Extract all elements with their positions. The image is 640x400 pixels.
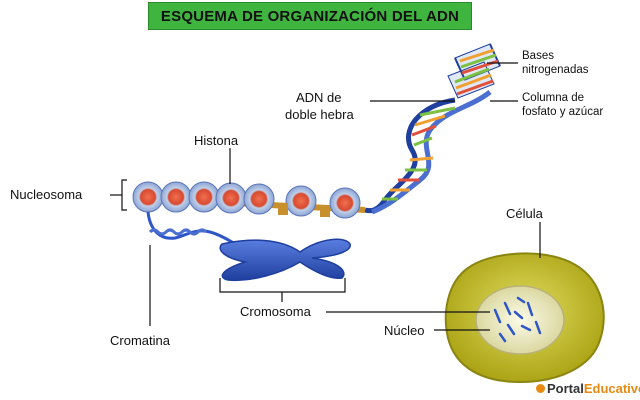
label-cromosoma: Cromosoma: [240, 304, 311, 319]
label-bases-line2: nitrogenadas: [522, 64, 589, 76]
label-cromatina: Cromatina: [110, 333, 170, 348]
dna-ladder: [447, 43, 501, 99]
portal-educativo-logo: PortalEducativo: [536, 381, 640, 396]
label-celula: Célula: [506, 206, 543, 221]
brand-dot-icon: [536, 384, 545, 393]
title-banner: ESQUEMA DE ORGANIZACIÓN DEL ADN: [148, 2, 472, 30]
linker-segment: [320, 205, 330, 217]
histone-bead: [329, 187, 361, 219]
label-nucleosoma: Nucleosoma: [10, 187, 83, 202]
brand-part2: Educativo: [583, 381, 640, 396]
histone-bead: [132, 181, 164, 213]
label-adn-line1: ADN de: [296, 90, 342, 105]
nucleus-chromosomes: [493, 296, 542, 343]
chromatin-coil: [148, 228, 208, 236]
cell: [444, 252, 605, 384]
label-columna-line2: fosfato y azúcar: [522, 106, 604, 118]
nucleosome-chain: [132, 181, 361, 219]
label-columna-line1: Columna de: [522, 92, 585, 104]
histone-bead: [285, 185, 317, 217]
dna-double-helix: [364, 90, 492, 215]
linker-segment: [278, 203, 288, 215]
histone-bead: [243, 183, 275, 215]
brand-part1: Portal: [547, 381, 584, 396]
label-adn-line2: doble hebra: [285, 107, 354, 122]
chromosome: [219, 238, 351, 282]
diagram-title: ESQUEMA DE ORGANIZACIÓN DEL ADN: [160, 7, 460, 25]
label-nucleo: Núcleo: [384, 323, 425, 338]
histone-bead: [160, 181, 192, 213]
label-histona: Histona: [194, 133, 239, 148]
histone-bead: [215, 182, 247, 214]
nucleus: [475, 285, 565, 355]
leader-lines: [110, 62, 541, 331]
label-bases-line1: Bases: [522, 50, 554, 62]
histone-bead: [188, 181, 220, 213]
